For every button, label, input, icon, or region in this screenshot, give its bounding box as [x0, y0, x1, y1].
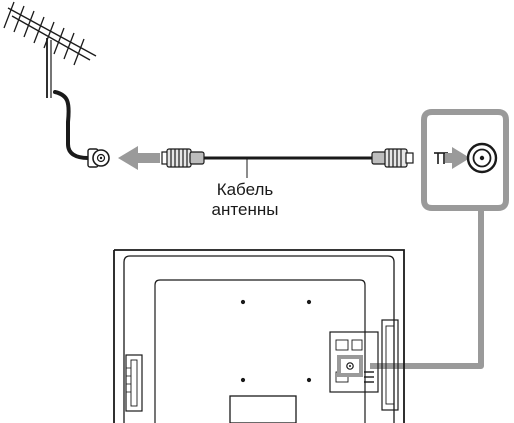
- right-cable-connector-icon: [371, 148, 414, 168]
- antenna-jack-icon: [466, 142, 498, 174]
- tv-rear-panel: [113, 249, 405, 423]
- arrow-right-icon: [445, 147, 470, 169]
- antenna-icon: [3, 1, 97, 98]
- antenna-plug-icon: [87, 148, 110, 168]
- tv-antenna-jack-highlight: [337, 355, 363, 377]
- left-cable-connector-icon: [161, 148, 205, 168]
- cable-label-line1: Кабель: [216, 180, 274, 199]
- antenna-cable: [161, 148, 414, 178]
- arrow-left-icon: [118, 146, 160, 170]
- cable-label: Кабель антенны: [190, 180, 300, 220]
- antenna-downlead-cable: [53, 90, 90, 160]
- cable-label-line2: антенны: [211, 200, 279, 219]
